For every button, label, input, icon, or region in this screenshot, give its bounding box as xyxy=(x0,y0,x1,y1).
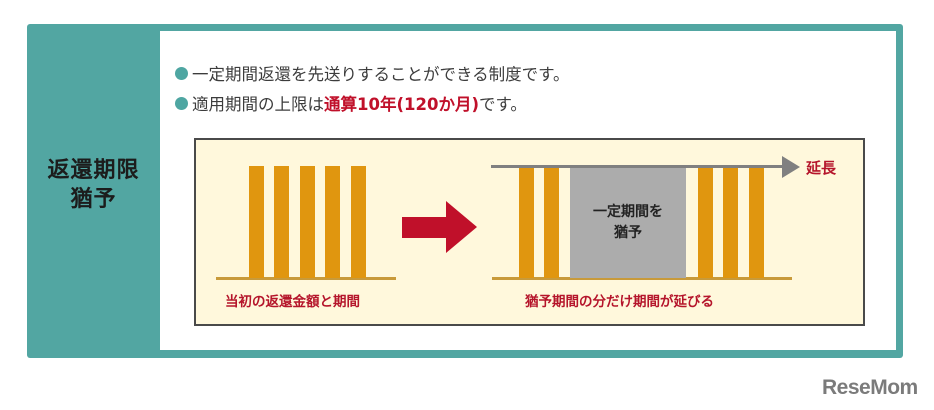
deferral-block-line2: 猶予 xyxy=(614,225,642,241)
payment-bar xyxy=(698,168,713,278)
payment-bar xyxy=(723,168,738,278)
resemom-logo: ReseMom xyxy=(822,376,918,399)
bullet-text: 一定期間返還を先送りすることができる制度です。 xyxy=(192,65,570,84)
deferral-period-block: 一定期間を 猶予 xyxy=(570,168,686,278)
extension-label: 延長 xyxy=(806,159,837,177)
payment-bar xyxy=(300,166,315,278)
payment-bar xyxy=(274,166,289,278)
bullet-text-prefix: 適用期間の上限は xyxy=(192,95,324,114)
bullet-highlight: 通算10年(120か月) xyxy=(324,95,479,114)
section-title-line2: 猶予 xyxy=(70,187,117,212)
deferral-block-line1: 一定期間を xyxy=(593,204,663,220)
bullet-dot-icon xyxy=(175,66,188,80)
payment-bar xyxy=(325,166,340,278)
right-arrow-icon xyxy=(402,201,477,253)
bullet-item-2: 適用期間の上限は通算10年(120か月)です。 xyxy=(175,91,527,115)
payment-bar xyxy=(519,168,534,278)
section-title: 返還期限 猶予 xyxy=(27,156,160,214)
timeline-arrowhead-icon xyxy=(782,156,800,178)
bullet-text-suffix: です。 xyxy=(479,95,527,114)
right-caption: 猶予期間の分だけ期間が延びる xyxy=(525,294,714,310)
timeline-line xyxy=(491,165,785,168)
section-title-line1: 返還期限 xyxy=(47,158,140,183)
left-caption: 当初の返還金額と期間 xyxy=(225,294,360,310)
payment-bar xyxy=(351,166,366,278)
right-baseline xyxy=(492,277,792,280)
left-baseline xyxy=(216,277,396,280)
bullet-dot-icon xyxy=(175,96,188,110)
payment-bar xyxy=(249,166,264,278)
payment-bar xyxy=(749,168,764,278)
payment-bar xyxy=(544,168,559,278)
bullet-item-1: 一定期間返還を先送りすることができる制度です。 xyxy=(175,61,570,85)
